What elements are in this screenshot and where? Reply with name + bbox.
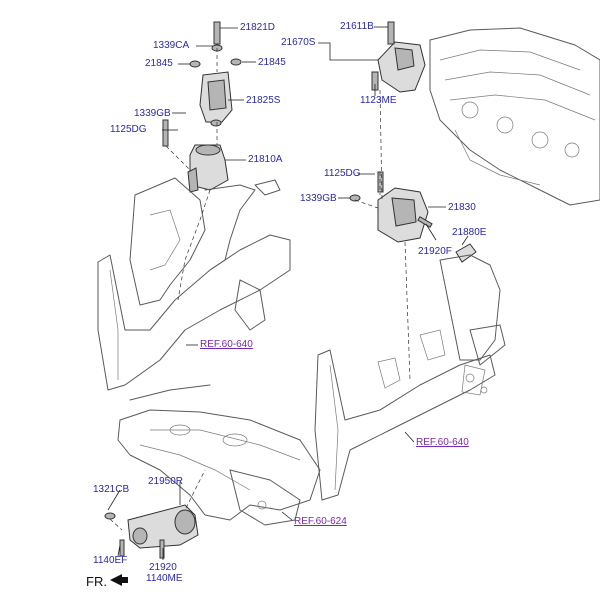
callout-21810a: 21810A xyxy=(248,154,283,165)
callout-21920f: 21920F xyxy=(418,246,452,257)
callout-1140me: 1140ME xyxy=(146,573,183,584)
ref-link-right[interactable]: REF.60-640 xyxy=(416,437,469,448)
assembly-lines xyxy=(109,48,411,531)
callout-21845-right: 21845 xyxy=(258,57,286,68)
callout-21821d: 21821D xyxy=(240,22,276,33)
callout-1321cb: 1321CB xyxy=(93,484,130,495)
transmission-mount-21830 xyxy=(349,171,477,263)
callout-1123me: 1123ME xyxy=(360,95,397,106)
front-direction-label: FR. xyxy=(86,574,107,589)
callout-leaders xyxy=(107,26,469,560)
callout-21830: 21830 xyxy=(448,202,476,213)
callout-1125dg-mid: 1125DG xyxy=(324,168,361,179)
engine-block xyxy=(429,27,600,206)
callout-1125dg-top: 1125DG xyxy=(110,124,147,135)
callout-1339gb-mid: 1339GB xyxy=(300,193,337,204)
callout-21845-left: 21845 xyxy=(145,58,173,69)
sub-frame xyxy=(117,409,321,526)
ref-link-left[interactable]: REF.60-640 xyxy=(200,339,253,350)
callout-21825s: 21825S xyxy=(246,95,281,106)
callout-21611b: 21611B xyxy=(340,21,374,32)
mount-bracket-21825s xyxy=(162,21,242,147)
mount-bracket-21670s xyxy=(371,21,426,93)
right-side-member xyxy=(314,254,506,501)
callout-21670s: 21670S xyxy=(281,37,316,48)
callout-21950r: 21950R xyxy=(148,476,184,487)
callout-1339gb-top: 1339GB xyxy=(134,108,171,119)
callout-21920: 21920 xyxy=(149,562,177,573)
left-side-member xyxy=(97,177,291,401)
callout-1140ef: 1140EF xyxy=(93,555,128,566)
engine-mount-21810a xyxy=(187,144,229,193)
front-direction-arrow-icon xyxy=(110,574,128,586)
roll-rod-21950r xyxy=(104,504,199,559)
callout-1339ca: 1339CA xyxy=(153,40,190,51)
callout-21880e: 21880E xyxy=(452,227,487,238)
ref-link-bottom[interactable]: REF.60-624 xyxy=(294,516,347,527)
